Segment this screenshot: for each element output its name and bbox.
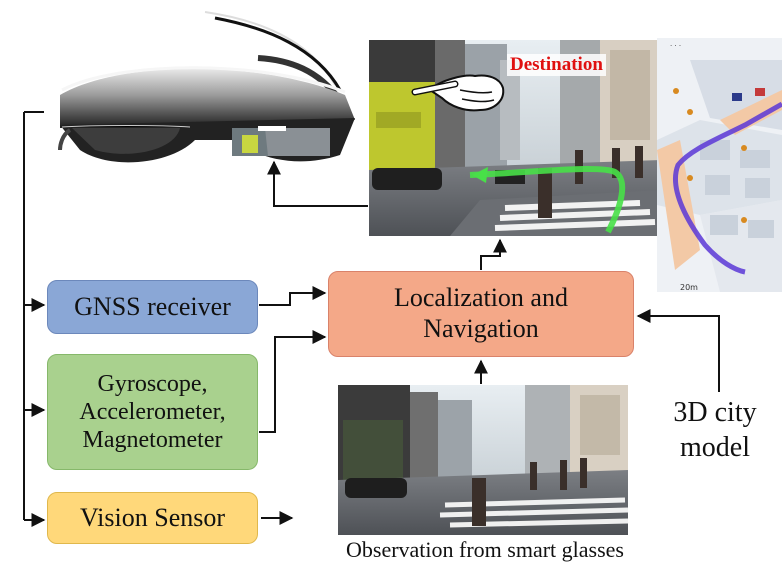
imu-sensors-label: Gyroscope, Accelerometer, Magnetometer [79,370,226,454]
city-model-label: 3D city model [673,397,757,463]
observation-caption: Observation from smart glasses [346,537,624,562]
gnss-receiver-box: GNSS receiver [47,280,258,334]
connectors [23,111,720,527]
imu-sensors-box: Gyroscope, Accelerometer, Magnetometer [47,354,258,470]
localization-navigation-label: Localization and Navigation [394,283,568,343]
vision-sensor-label: Vision Sensor [79,502,226,532]
smart-glasses-illustration [58,11,355,163]
pointing-hand-icon [411,74,505,112]
map-image: · · · 20m [657,38,782,292]
gnss-receiver-label: GNSS receiver [74,291,231,321]
observation-photo [338,385,629,535]
svg-text:· · ·: · · · [670,42,681,50]
svg-text:20m: 20m [680,283,698,292]
localization-navigation-box: Localization and Navigation [328,271,634,357]
vision-sensor-box: Vision Sensor [47,492,258,544]
destination-label: Destination [507,54,606,76]
